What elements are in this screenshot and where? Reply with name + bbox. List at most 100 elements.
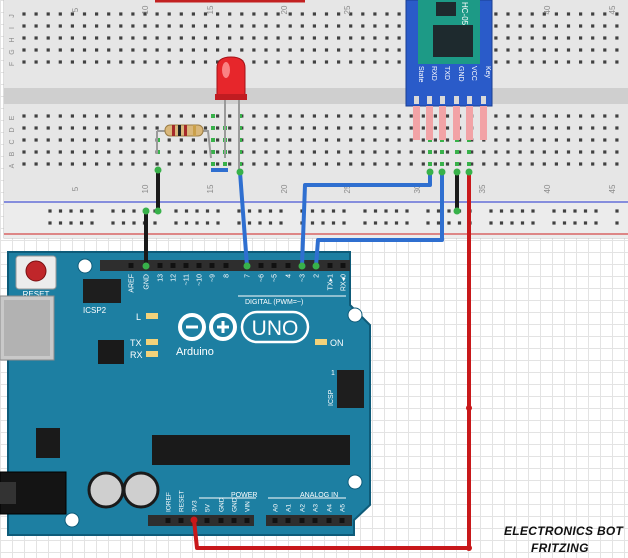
breadboard-hole [312,138,316,142]
breadboard-hole [252,60,256,64]
breadboard-hole [312,162,316,166]
analog-label: ANALOG IN [300,492,338,499]
analog-pin-label: A4 [327,504,334,512]
breadboard-hole [409,150,413,154]
breadboard-hole [518,12,522,16]
breadboard-hole [167,60,171,64]
breadboard-hole [349,24,353,28]
breadboard-hole [300,60,304,64]
rail-hole [69,221,73,225]
breadboard-hole [482,162,486,166]
breadboard-hole [361,162,365,166]
breadboard-hole [506,162,510,166]
breadboard-hole [603,60,607,64]
rail-hole [331,221,336,225]
breadboard-hole [119,36,123,40]
breadboard-hole [155,60,159,64]
breadboard-hole [34,126,38,130]
breadboard-hole [312,24,316,28]
reset-button-cap[interactable] [25,260,47,282]
breadboard-hole [385,24,389,28]
voltage-regulator [36,428,60,458]
rail-hole [237,221,241,225]
row-letter: D [9,127,16,132]
breadboard-hole [240,24,244,28]
breadboard-hole [591,138,595,142]
breadboard-hole [324,12,329,16]
breadboard-hole [46,60,50,64]
rail-hole [247,221,252,225]
breadboard-hole [22,150,26,154]
breadboard-hole [579,48,583,52]
rail-hole [279,209,283,213]
resistor-band [172,125,175,136]
breadboard-hole [191,24,195,28]
digital-pin-label: 12 [171,274,178,282]
breadboard-hole [252,126,256,130]
breadboard-hole [191,114,195,118]
hc05-pin-label: GND [457,66,464,82]
breadboard-hole [155,24,159,28]
column-number-bottom: 35 [478,184,487,193]
breadboard-hole [445,126,450,130]
breadboard-hole [216,24,220,28]
arduino-brand-text: Arduino [176,346,214,358]
rail-hole [447,221,451,225]
breadboard-hole [373,36,377,40]
hc05-pin-socket [454,96,459,104]
rail-hole [531,209,535,213]
breadboard-hole [603,162,607,166]
rail-hole [153,221,157,225]
breadboard-hole [82,126,87,130]
breadboard-hole [58,12,62,16]
breadboard-hole [530,162,534,166]
led-tx [146,339,158,345]
breadboard-hole [300,126,304,130]
breadboard-hole [554,12,558,16]
power-barrel-jack-inner [0,482,16,504]
rail-hole [258,209,262,213]
breadboard-hole [167,12,171,16]
breadboard-hole [46,48,50,52]
breadboard-hole [566,150,571,154]
breadboard-hole [397,150,401,154]
breadboard-hole [252,114,256,118]
breadboard-hole [518,150,522,154]
power-header [148,515,254,526]
digital-pin-label: ~5 [272,274,279,282]
breadboard-hole [119,48,123,52]
breadboard-hole [288,114,292,118]
breadboard-hole [603,126,607,130]
breadboard-hole [506,114,510,118]
breadboard-hole [216,150,220,154]
column-number-top: 20 [280,5,289,14]
breadboard-hole [216,36,220,40]
rail-hole [562,209,567,213]
digital-pin-socket [258,263,264,268]
breadboard-hole [554,150,558,154]
row-letter: F [9,62,16,66]
breadboard-hole [95,36,99,40]
hc05-pin-label: TXD [443,66,450,80]
breadboard-hole [70,138,74,142]
rail-hole [195,209,199,213]
breadboard-hole [179,162,183,166]
mounting-hole [64,512,80,528]
breadboard-holes [22,12,619,225]
breadboard-hole [82,162,87,166]
led-l-label: L [136,312,141,322]
digital-pin-socket [327,263,333,268]
breadboard-hole [349,114,353,118]
breadboard-hole [167,114,171,118]
usb-connector-inner [4,300,50,356]
breadboard-hole [143,36,147,40]
breadboard-hole [143,48,147,52]
digital-pin-socket [285,263,291,268]
breadboard-hole [579,162,583,166]
analog-pin-label: A3 [313,504,320,512]
hc05-pin-leg [426,106,433,140]
breadboard-hole [276,24,280,28]
breadboard-hole [240,12,244,16]
breadboard-hole [385,126,389,130]
